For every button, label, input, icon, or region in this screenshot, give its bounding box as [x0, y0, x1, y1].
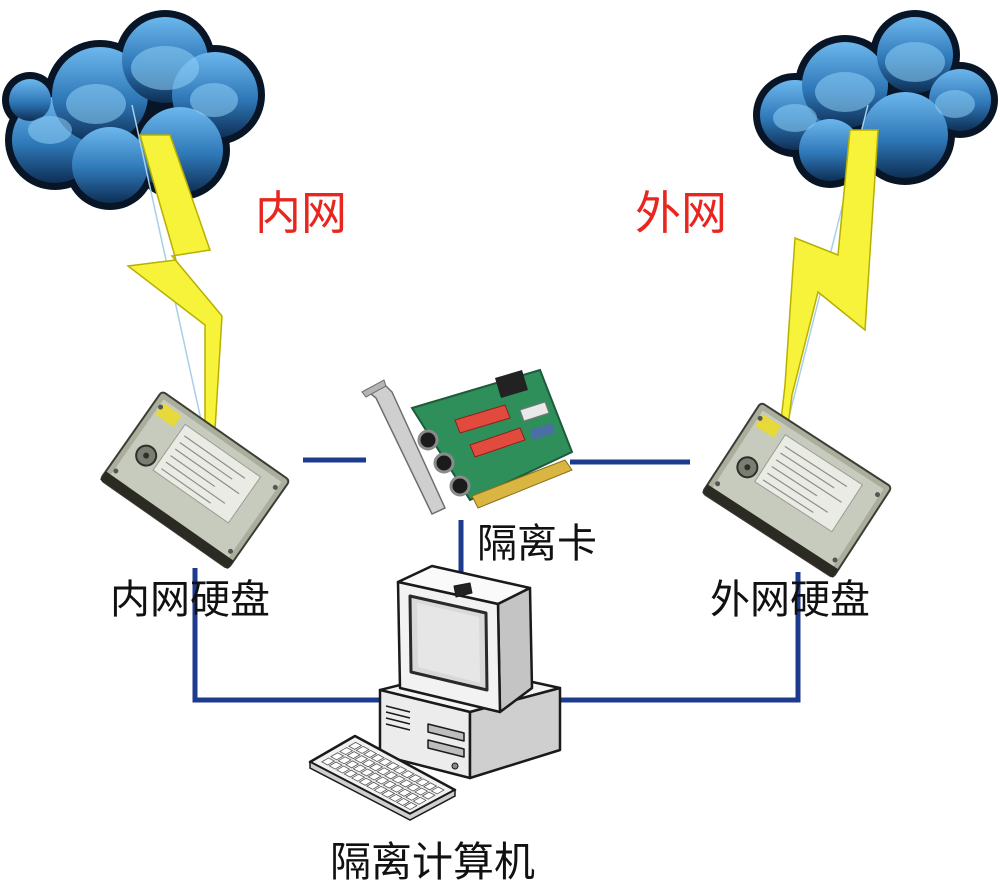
keyboard-key [353, 765, 366, 772]
keyboard-key [422, 792, 435, 799]
keyboard-key [352, 774, 365, 781]
keyboard-key [367, 782, 380, 789]
isolation-computer-label: 隔离计算机 [330, 838, 535, 886]
keyboard-key [394, 767, 407, 774]
keyboard-key [404, 803, 417, 810]
internal-network-label: 内网 [255, 186, 347, 240]
link-external-disk-to-computer [558, 572, 801, 703]
keyboard-key [377, 768, 390, 775]
hard-drive-icon [100, 391, 290, 569]
keyboard-key [386, 763, 399, 770]
links [192, 457, 801, 703]
isolation-card-label: 隔离卡 [477, 521, 597, 567]
keyboard-key [424, 783, 437, 790]
internal-disk-label: 内网硬盘 [110, 577, 270, 623]
keyboard-key [322, 758, 335, 765]
keyboard-key [337, 766, 350, 773]
keyboard-key [415, 788, 428, 795]
external-disk-label: 外网硬盘 [710, 577, 870, 623]
keyboard-key [409, 775, 422, 782]
keyboard-key [397, 798, 410, 805]
keyboard-key [344, 770, 357, 777]
keyboard-key [370, 764, 383, 771]
computer-icon [378, 564, 562, 780]
keyboard-key [356, 746, 369, 753]
keyboard-key [413, 797, 426, 804]
cable-port [453, 582, 473, 598]
keyboard-key [431, 787, 444, 794]
keyboard-key [371, 755, 384, 762]
keyboard-key [406, 793, 419, 800]
keyboard-key [374, 786, 387, 793]
keyboard-key [331, 753, 344, 760]
pci-card-icon [361, 368, 574, 515]
keyboard-key [385, 772, 398, 779]
external-network-label: 外网 [635, 186, 727, 240]
keyboard-key [364, 750, 377, 757]
keyboard-icon [310, 736, 455, 820]
drive-bay [427, 723, 465, 742]
keyboard-key [382, 790, 395, 797]
keyboard-key [389, 794, 402, 801]
keyboard-key [391, 785, 404, 792]
drive-bay [427, 739, 465, 758]
keyboard-key [349, 742, 362, 749]
power-button [451, 762, 459, 770]
keyboard-key [400, 780, 413, 787]
keyboard-key [416, 779, 429, 786]
keyboard-key [376, 777, 389, 784]
monitor-screen-glare [417, 603, 480, 683]
link-internal-disk-to-computer [192, 568, 384, 703]
keyboard-key [346, 761, 359, 768]
keyboard-key [362, 760, 375, 767]
keyboard-keys [322, 742, 444, 809]
keyboard-key [383, 781, 396, 788]
keyboard-key [407, 784, 420, 791]
keyboard-key [379, 759, 392, 766]
keyboard-key [392, 776, 405, 783]
keyboard-key [361, 769, 374, 776]
hard-drive-icon [702, 402, 892, 578]
keyboard-key [347, 752, 360, 759]
keyboard-key [329, 762, 342, 769]
keyboard-key [398, 789, 411, 796]
keyboard-key [401, 771, 414, 778]
keyboard-key [368, 773, 381, 780]
keyboard-key [338, 757, 351, 764]
keyboard-key [355, 756, 368, 763]
keyboard-key [340, 748, 353, 755]
vent-lines [385, 705, 411, 731]
keyboard-key [359, 778, 372, 785]
